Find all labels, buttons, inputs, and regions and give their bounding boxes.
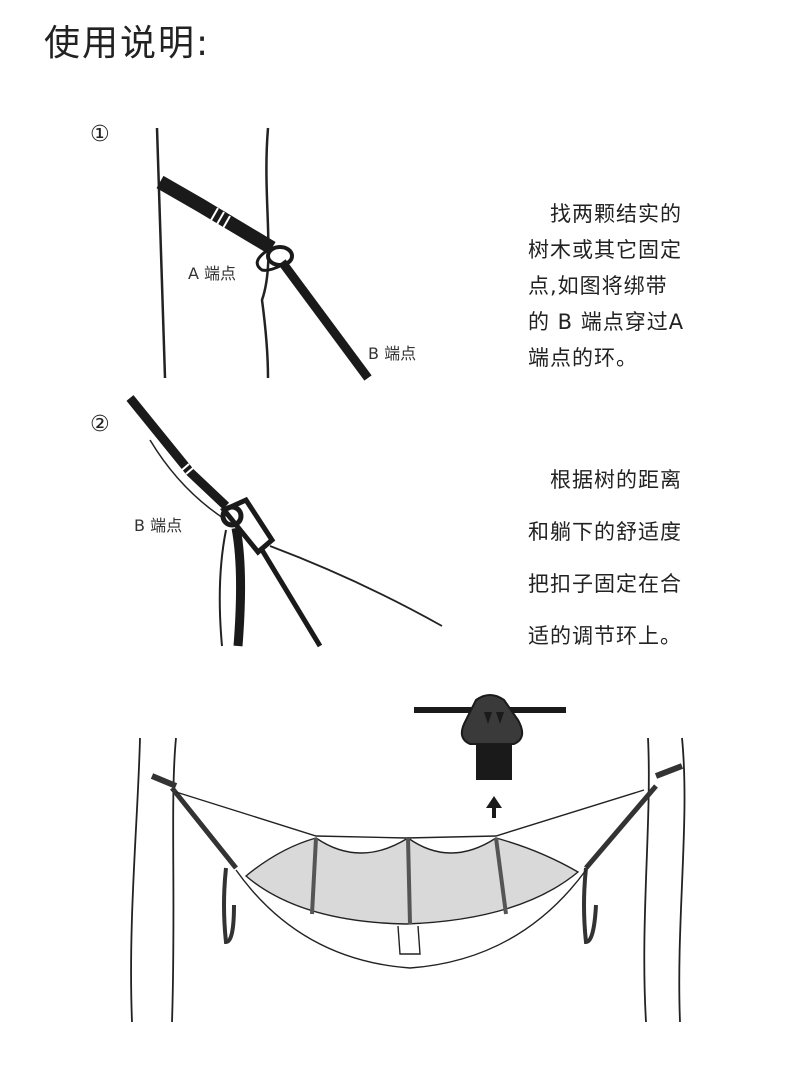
b-end-loop (220, 504, 244, 528)
step-2-description: 根据树的距离 和躺下的舒适度 把扣子固定在合 适的调节环上。 (528, 454, 728, 662)
right-tree-outer (678, 737, 686, 1023)
loop-detail (255, 248, 289, 272)
step-1-line-4: 的 B 端点穿过A (528, 310, 685, 334)
a-end-loop (266, 245, 294, 267)
page-title: 使用说明: (44, 23, 211, 64)
step-2-number: ② (90, 412, 110, 437)
label-b-end: B 端点 (368, 344, 417, 363)
hanging-strap-left (231, 527, 246, 647)
left-tree-outer (130, 737, 141, 1023)
tree-trunk-right-edge (260, 127, 270, 379)
step-1-line-2: 树木或其它固定 (528, 238, 682, 262)
bug-net (244, 837, 580, 925)
step-1-line-3: 点,如图将绑带 (528, 274, 668, 298)
strap-b-segment (278, 259, 372, 381)
label-a-end: A 端点 (188, 264, 237, 283)
right-tree-strap (654, 763, 684, 779)
step-2-line-4: 适的调节环上。 (528, 624, 682, 648)
label-b-end-2: B 端点 (134, 516, 183, 535)
strap-marker (209, 207, 231, 231)
buckle-clip (460, 694, 524, 745)
net-spreaders (310, 837, 508, 925)
step-2-illustration (126, 395, 443, 648)
left-dangling-strap (222, 867, 236, 945)
hanging-strap-edge (218, 529, 227, 647)
step-1-illustration (155, 127, 372, 381)
right-suspension-strap (584, 784, 658, 870)
step-1-description: 找两颗结实的 树木或其它固定 点,如图将绑带 的 B 端点穿过A 端点的环。 (528, 196, 728, 376)
strap-edge-line (149, 439, 227, 521)
step-2-line-2: 和躺下的舒适度 (528, 520, 682, 544)
hammock-illustration (130, 694, 686, 1023)
left-tree-inner (171, 737, 177, 1023)
carabiner (220, 496, 276, 556)
strap-a-segment (156, 175, 276, 255)
right-tree-inner (643, 737, 650, 1023)
hammock-ridgeline (175, 789, 645, 839)
ridgeline (269, 545, 443, 627)
buckle-notch (484, 712, 504, 724)
left-suspension-strap (170, 786, 238, 870)
hammock-pocket (397, 925, 421, 955)
strap-upper (126, 395, 230, 510)
hammock-body (235, 869, 587, 969)
strap-marker-2 (181, 463, 194, 475)
hanging-strap-right (259, 548, 323, 648)
step-2-line-3: 把扣子固定在合 (528, 572, 682, 596)
up-arrow-icon (486, 796, 502, 818)
step-1-line-1: 找两颗结实的 (550, 202, 682, 226)
left-tree-strap (150, 773, 178, 789)
step-2-line-1: 根据树的距离 (550, 468, 682, 492)
right-dangling-strap (582, 867, 598, 945)
step-1-line-5: 端点的环。 (528, 346, 638, 370)
step-1-number: ① (90, 122, 110, 147)
buckle-strap-end (476, 744, 512, 780)
tree-trunk-left-edge (155, 127, 167, 379)
